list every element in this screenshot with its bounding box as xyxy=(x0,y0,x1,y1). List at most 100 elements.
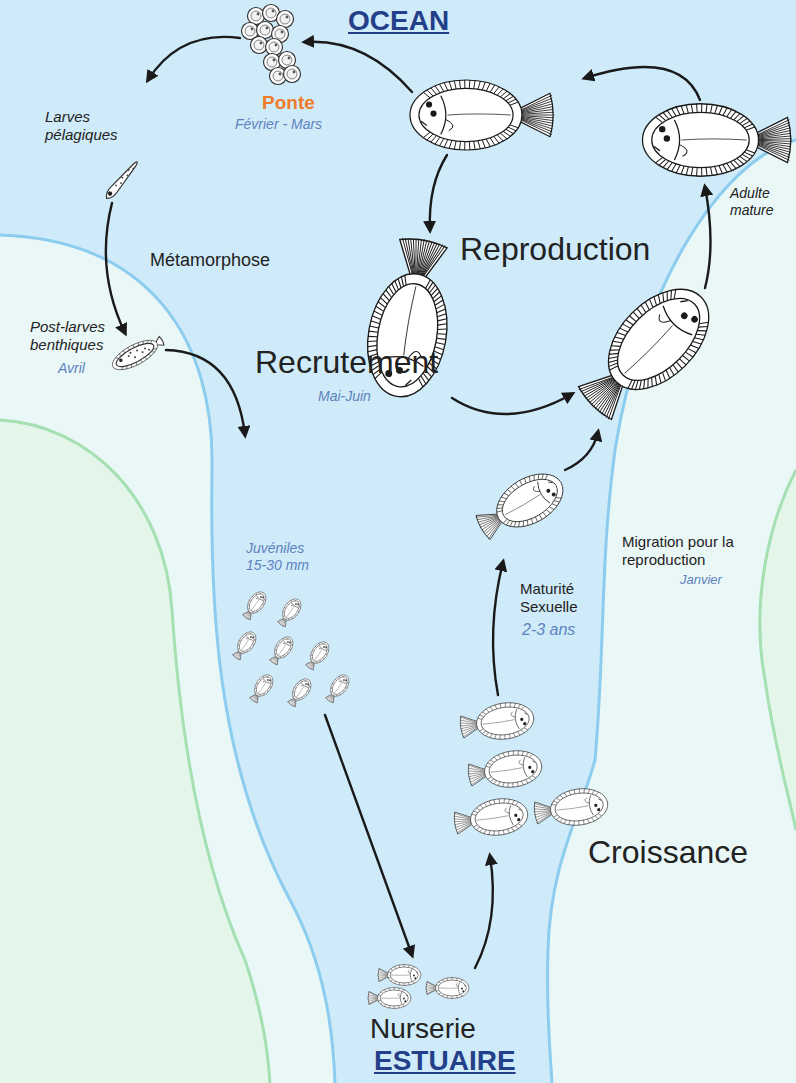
growing-fish xyxy=(482,720,514,725)
nursery-fish xyxy=(414,977,416,979)
adult-fish xyxy=(478,141,480,149)
adult-fish xyxy=(437,333,446,336)
growing-fish xyxy=(522,757,527,777)
growing-fish xyxy=(482,731,486,734)
juvenile-fish xyxy=(260,593,261,594)
growing-fish xyxy=(482,747,544,791)
growing-fish xyxy=(520,718,524,722)
adult-fish xyxy=(474,80,475,88)
growing-fish xyxy=(454,811,472,821)
nursery-fish xyxy=(408,970,410,973)
maturing-fish xyxy=(477,509,500,527)
growing-fish xyxy=(504,735,505,739)
juvenile-fish xyxy=(283,641,290,647)
larva-drawing xyxy=(115,184,118,187)
growing-fish xyxy=(508,799,511,803)
juvenile-fish xyxy=(283,642,286,645)
adult-fish xyxy=(640,305,648,313)
growing-fish xyxy=(455,822,473,828)
adult-fish xyxy=(680,311,689,320)
process-label: Métamorphose xyxy=(150,250,270,272)
growing-fish xyxy=(490,779,494,782)
adult-fish xyxy=(633,312,640,319)
adult-fish xyxy=(440,84,444,91)
growing-fish xyxy=(505,703,506,707)
nursery-fish xyxy=(378,969,388,974)
growing-fish xyxy=(535,812,553,818)
nursery-fish xyxy=(402,990,404,992)
process-label: Maturité Sexuelle xyxy=(520,580,595,616)
growing-fish xyxy=(556,817,560,820)
adult-fish xyxy=(419,88,513,141)
nursery-fish xyxy=(404,1000,406,1002)
juvenile-fish xyxy=(263,680,266,683)
post-larva-drawing xyxy=(144,347,147,350)
nursery-fish xyxy=(462,990,464,992)
growing-fish xyxy=(515,802,519,805)
nursery-fish xyxy=(391,969,393,970)
adult-fish xyxy=(368,339,377,343)
juvenile-fish xyxy=(240,588,270,622)
growing-fish xyxy=(560,795,563,799)
growing-fish xyxy=(495,705,497,709)
growing-fish xyxy=(461,726,479,734)
growing-fish xyxy=(494,757,497,761)
nursery-fish xyxy=(413,974,415,976)
date-label: Mai-Juin xyxy=(318,388,371,405)
growing-fish xyxy=(478,718,482,720)
nursery-fish xyxy=(426,986,437,988)
adult-fish xyxy=(373,311,382,315)
growing-fish xyxy=(460,718,478,726)
juvenile-fish xyxy=(287,638,288,639)
juvenile-fish xyxy=(325,646,328,649)
adult-fish xyxy=(727,109,732,116)
adult-fish xyxy=(503,131,510,136)
egg-drawing xyxy=(245,26,255,36)
growing-fish xyxy=(452,795,530,841)
growing-fish xyxy=(514,703,517,707)
egg-drawing xyxy=(269,42,279,52)
growing-fish xyxy=(503,799,505,803)
adult-fish xyxy=(421,121,427,125)
adult-fish xyxy=(500,133,507,139)
vegetation-line xyxy=(0,420,270,1083)
post-larva-drawing xyxy=(108,332,167,376)
adult-fish xyxy=(403,275,408,285)
maturing-fish xyxy=(470,463,573,548)
nursery-fish xyxy=(461,987,463,989)
adult-fish xyxy=(436,303,444,310)
cycle-arrow xyxy=(585,67,700,100)
growing-fish xyxy=(474,699,536,743)
growing-fish xyxy=(469,774,487,780)
juvenile-fish xyxy=(291,603,298,609)
adult-fish xyxy=(691,167,692,176)
adult-fish xyxy=(659,126,665,132)
adult-fish xyxy=(719,166,723,174)
growing-fish xyxy=(524,712,527,715)
juvenile-fish xyxy=(286,606,294,617)
adult-fish xyxy=(656,157,663,162)
juvenile-fish xyxy=(275,595,305,629)
egg-drawing xyxy=(280,14,290,24)
egg-drawing xyxy=(279,73,282,76)
adult-fish xyxy=(372,316,381,320)
juvenile-fish xyxy=(319,647,322,650)
maturing-fish xyxy=(523,478,527,483)
growing-fish xyxy=(476,816,508,821)
post-larva-drawing xyxy=(108,334,162,375)
nursery-fish xyxy=(377,988,411,1009)
adult-fish xyxy=(519,118,553,131)
maturing-fish xyxy=(487,463,572,538)
juvenile-fish xyxy=(297,603,300,606)
growing-fish xyxy=(535,812,553,820)
juvenile-fish xyxy=(279,595,305,623)
adult-fish xyxy=(719,106,723,114)
growing-fish xyxy=(479,704,531,738)
maturing-fish xyxy=(551,492,556,497)
adult-fish xyxy=(437,308,446,314)
cycle-arrow xyxy=(452,394,572,414)
juvenile-fish xyxy=(343,676,344,677)
growing-fish xyxy=(514,814,518,818)
growing-fish xyxy=(502,783,505,787)
